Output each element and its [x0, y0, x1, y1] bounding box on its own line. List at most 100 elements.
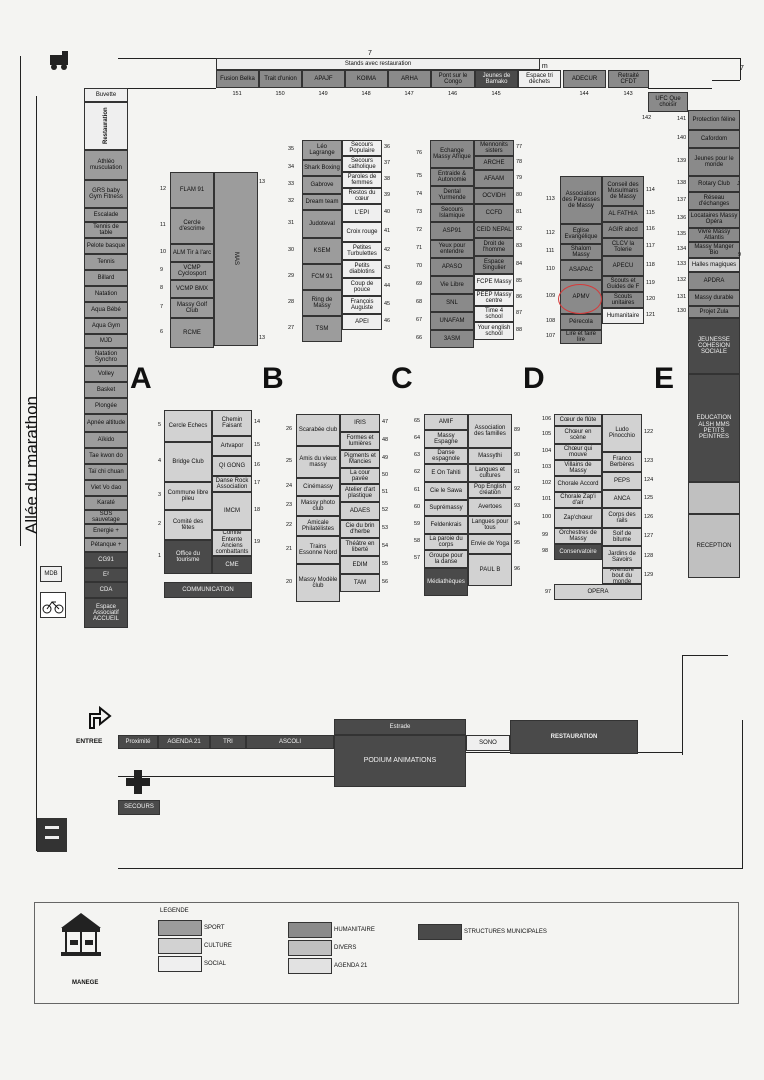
stand-protection-feline[interactable]: Protection féline [688, 110, 740, 130]
stand-danse-espagnole[interactable]: Danse espagnole [424, 448, 468, 464]
stand-buvette[interactable]: Buvette [84, 88, 128, 102]
stand-snl[interactable]: SNL [430, 294, 474, 312]
stand-time-4-school[interactable]: Time 4 school [474, 306, 514, 322]
stand-cg91[interactable]: CG91 [84, 552, 128, 568]
stand-comite-entente-anciens-combattants[interactable]: Comité Entente Anciens combattants [212, 530, 252, 556]
stand-l-epi[interactable]: L'EPI [342, 204, 382, 222]
stand-espace-associatif-accueil[interactable]: Espace Associatif ACCUEIL [84, 598, 128, 628]
stand-tennis-de-table[interactable]: Tennis de table [84, 222, 128, 238]
stand-leo-lagrange[interactable]: Léo Lagrange [302, 140, 342, 160]
stand-amicale-philatelistes[interactable]: Amicale Philatélistes [296, 516, 340, 536]
stand-apei[interactable]: APEI [342, 314, 382, 330]
stand-feldenkrais[interactable]: Feldenkrais [424, 516, 468, 534]
stand-amis-du-vieux-massy[interactable]: Amis du vieux massy [296, 446, 340, 478]
stand-paul-b[interactable]: PAUL B [468, 554, 512, 586]
stand-podium-animations[interactable]: PODIUM ANIMATIONS [334, 735, 466, 787]
stand-aqua-gym[interactable]: Aqua Gym [84, 318, 128, 334]
stand-apnee-altitude[interactable]: Apnée altitude [84, 414, 128, 432]
stand-halles-magiques[interactable]: Halles magiques [688, 258, 740, 272]
stand-vie-libre[interactable]: Vie Libre [430, 276, 474, 294]
stand-danse-rock-association[interactable]: Danse Rock Association [212, 476, 252, 492]
stand-c-ur-de-flute[interactable]: Cœur de flûte [554, 414, 602, 426]
stand-apecu[interactable]: APECU [602, 256, 644, 276]
stand-jeunes-pour-le-monde[interactable]: Jeunes pour le monde [688, 148, 740, 176]
stand-massythi[interactable]: Massythi [468, 448, 512, 464]
stand-escalade[interactable]: Escalade [84, 208, 128, 222]
stand-office-du-tourisme[interactable]: Office du tourisme [164, 540, 212, 574]
stand-unafam[interactable]: UNAFAM [430, 312, 474, 330]
stand-your-english-school[interactable]: Your english school [474, 322, 514, 340]
stand-yeux-pour-entendre[interactable]: Yeux pour entendre [430, 240, 474, 258]
stand-petanque[interactable]: Pétanque + [84, 538, 128, 552]
stand-iris[interactable]: IRIS [340, 414, 380, 432]
stand-jeunesse-cohesion-sociale[interactable]: JEUNESSE COHESION SOCIALE [688, 318, 740, 374]
stand-projet-zula[interactable]: Projet Zula [688, 306, 740, 318]
stand-billard[interactable]: Billard [84, 270, 128, 286]
stand-commune-libre-pileu[interactable]: Commune libre pileu [164, 482, 212, 510]
stand-chorale-zap-i-d-air[interactable]: Chorale Zap'i d'air [554, 492, 602, 508]
stand-asapac[interactable]: ASAPAC [560, 260, 602, 280]
stand-estrade[interactable]: Estrade [334, 719, 466, 735]
stand-energie[interactable]: Energie + [84, 524, 128, 538]
stand-anca[interactable]: ANCA [602, 490, 642, 508]
stand-agir-abcd[interactable]: AGIR abcd [602, 222, 644, 238]
stand-ludo-pinocchio[interactable]: Ludo Pinocchio [602, 414, 642, 452]
stand-ufc-que-choisir[interactable]: UFC Que choisir [648, 92, 688, 112]
stand-humanitaire[interactable]: Humanitaire [602, 308, 644, 324]
stand-fcpe-massy[interactable]: FCPE Massy [474, 274, 514, 290]
stand-natation[interactable]: Natation [84, 286, 128, 302]
stand-tam[interactable]: TAM [340, 574, 380, 592]
stand-echange-massy-afrique[interactable]: Echange Massy Afrique [430, 140, 474, 168]
stand-scouts-unitaires[interactable]: Scouts unitaires [602, 292, 644, 308]
stand-ccfd[interactable]: CCFD [474, 204, 514, 222]
stand-scarabee-club[interactable]: Scarabée club [296, 414, 340, 446]
stand-ksem[interactable]: KSEM [302, 238, 342, 264]
stand-conservatoire[interactable]: Conservatoire [554, 544, 602, 560]
stand-proximite[interactable]: Proximité [118, 735, 158, 749]
stand-shalom-massy[interactable]: Shalom Massy [560, 244, 602, 260]
stand-cie-du-brin-d-herbe[interactable]: Cie du brin d'herbe [340, 520, 380, 538]
stand-comite-des-fetes[interactable]: Comité des fêtes [164, 510, 212, 540]
stand-secours-islamique[interactable]: Secours Islamique [430, 204, 474, 222]
stand-ascoli[interactable]: ASCOLI [246, 735, 334, 749]
stand-espace-singulier[interactable]: Espace Singulier [474, 256, 514, 274]
stand-cie-le-sawa[interactable]: Cie le Sawa [424, 482, 468, 500]
stand-petites-turbulettes[interactable]: Petites Turbulettes [342, 242, 382, 260]
stand-artvapor[interactable]: Artvapor [212, 436, 252, 456]
stand-sos-sauvetage[interactable]: SOS sauvetage [84, 510, 128, 524]
stand-viet-vo-dao[interactable]: Viet Vo dao [84, 480, 128, 496]
stand-aikido[interactable]: Aïkido [84, 432, 128, 448]
stand-tai-chi-chuan[interactable]: Taï chi chuan [84, 464, 128, 480]
stand-mas[interactable]: MAS [214, 172, 258, 346]
stand-avertoes[interactable]: Avertoes [468, 498, 512, 516]
stand-dental-yurmende[interactable]: Dental Yurmende [430, 186, 474, 204]
stand-retraite-cfdt[interactable]: Retraité CFDT [608, 70, 649, 88]
stand-langues-pour-tous[interactable]: Langues pour tous [468, 516, 512, 534]
stand-cme[interactable]: CME [212, 556, 252, 574]
stand-fcm-91[interactable]: FCM 91 [302, 264, 342, 290]
stand-coup-de-pouce[interactable]: Coup de pouce [342, 278, 382, 296]
stand-pigments-et-mancies[interactable]: Pigments et Mancies [340, 450, 380, 468]
stand-cercle-echecs[interactable]: Cercle Echecs [164, 410, 212, 442]
stand-gabrove[interactable]: Gabrove [302, 176, 342, 194]
stand-trains-essonne-nord[interactable]: Trains Essonne Nord [296, 536, 340, 564]
stand-formes-et-lumieres[interactable]: Formes et lumières [340, 432, 380, 450]
stand-vcmp-bmx[interactable]: VCMP BMX [170, 280, 214, 298]
stand-aqua-bebe[interactable]: Aqua Bébé [84, 302, 128, 318]
stand-la-paroie-du-corps[interactable]: La paroie du corps [424, 534, 468, 550]
stand-mennonits-sisters[interactable]: Mennonits sisters [474, 140, 514, 156]
stand-massy-manger-bio[interactable]: Massy Manger Bio [688, 242, 740, 258]
stand-koima[interactable]: KOIMA [345, 70, 388, 88]
stand-amif[interactable]: AMIF [424, 414, 468, 430]
stand-langues-et-cultures[interactable]: Langues et cultures [468, 464, 512, 482]
stand-scouts-et-guides-de-f[interactable]: Scouts et Guides de F [602, 276, 644, 292]
stand-jardins-de-savoirs[interactable]: Jardins de Savoirs [602, 546, 642, 568]
stand-vivre-massy-atlantis[interactable]: Vivre Massy Atlantis [688, 228, 740, 242]
stand-ch-ur-en-scene[interactable]: Chœur en scène [554, 426, 602, 444]
stand-massy-espagne[interactable]: Massy Espagne [424, 430, 468, 448]
stand-villains-de-massy[interactable]: Villains de Massy [554, 460, 602, 476]
stand-grs-baby-gym-fitness[interactable]: GRS baby Gym Fitness [84, 180, 128, 208]
stand-restauration[interactable]: Restauration [84, 102, 128, 150]
stand-locataires-massy-opera[interactable]: Locataires Massy Opéra [688, 210, 740, 228]
stand-pop-english-creation[interactable]: Pop English création [468, 482, 512, 498]
